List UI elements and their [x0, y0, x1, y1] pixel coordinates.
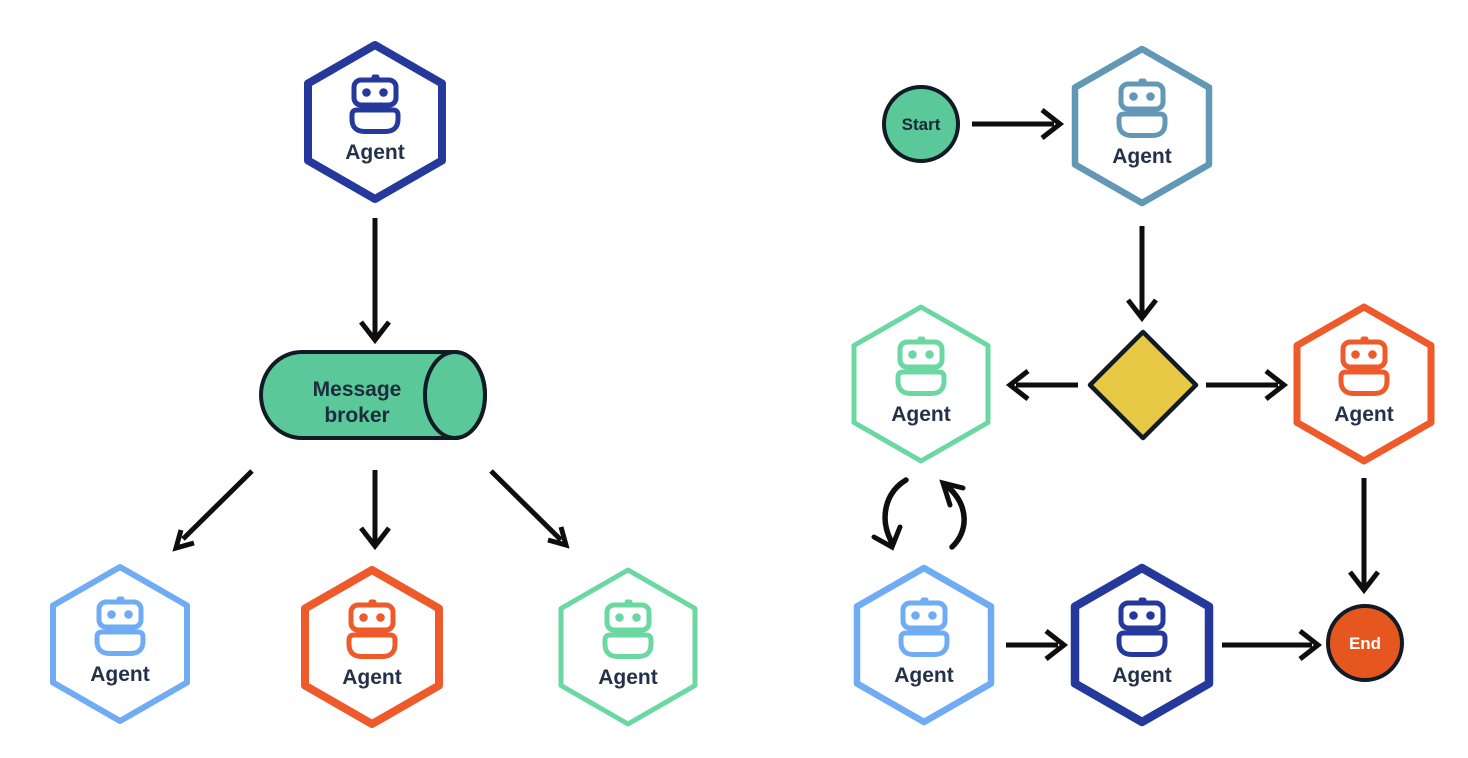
- arrow-decision-to-left-agent: [1005, 369, 1078, 401]
- start-node: Start: [882, 85, 960, 163]
- arrow-broker-to-worker-1: [172, 469, 254, 552]
- branch-left-agent-node: Agent: [853, 306, 989, 462]
- agent-label: Agent: [1112, 145, 1172, 168]
- worker-agent-node-2: Agent: [304, 569, 440, 725]
- decision-diamond: [1087, 329, 1199, 441]
- hexagon-shape: [1074, 567, 1210, 723]
- arrow-final-agent-to-end: [1222, 629, 1323, 661]
- branch-right-agent-node: Agent: [1296, 306, 1432, 462]
- broker-label-line2: broker: [324, 404, 389, 427]
- start-circle: [882, 85, 960, 163]
- left-diagram: Agent Message broker Agent: [52, 44, 696, 725]
- arrow-loop-agent-to-final-agent: [1006, 629, 1069, 661]
- loop-agent-node: Agent: [856, 567, 992, 723]
- end-label: End: [1349, 634, 1381, 653]
- router-agent-node: Agent: [1074, 48, 1210, 204]
- hexagon-shape: [853, 306, 989, 462]
- arrow-broker-to-worker-3: [489, 469, 570, 549]
- loop-arc-down-head: [871, 524, 903, 551]
- arrow-coordinator-to-broker: [359, 218, 391, 345]
- coordinator-agent-node: Agent: [307, 44, 443, 200]
- loop-arc-up-head: [939, 479, 966, 508]
- worker-agent-node-1: Agent: [52, 566, 188, 722]
- hexagon-shape: [1074, 48, 1210, 204]
- final-agent-node: Agent: [1074, 567, 1210, 723]
- diamond-shape: [1087, 329, 1199, 441]
- hexagon-shape: [560, 569, 696, 725]
- arrow-router-to-decision: [1126, 226, 1158, 323]
- end-node: End: [1326, 604, 1404, 682]
- hexagon-shape: [307, 44, 443, 200]
- worker-agent-node-3: Agent: [560, 569, 696, 725]
- hexagon-shape: [856, 567, 992, 723]
- broker-label-line1: Message: [313, 378, 402, 401]
- hexagon-shape: [304, 569, 440, 725]
- start-label: Start: [902, 115, 941, 134]
- agent-label: Agent: [894, 664, 954, 687]
- agent-label: Agent: [1334, 403, 1394, 426]
- right-diagram: Start Agent Agent: [853, 48, 1432, 723]
- hexagon-shape: [52, 566, 188, 722]
- arrow-right-agent-to-end: [1348, 478, 1380, 595]
- loop-arrows: [871, 477, 967, 551]
- arrow-broker-to-worker-2: [359, 470, 391, 551]
- cylinder-lid: [423, 350, 487, 440]
- message-broker-node: Message broker: [259, 350, 487, 440]
- hexagon-shape: [1296, 306, 1432, 462]
- loop-arc-down: [882, 477, 909, 544]
- arrow-decision-to-right-agent: [1206, 369, 1289, 401]
- agent-label: Agent: [598, 666, 658, 689]
- agent-label: Agent: [345, 141, 405, 164]
- loop-arc-up: [944, 483, 967, 550]
- agent-label: Agent: [342, 666, 402, 689]
- agent-label: Agent: [891, 403, 951, 426]
- agent-label: Agent: [90, 663, 150, 686]
- end-circle: [1326, 604, 1404, 682]
- agent-label: Agent: [1112, 664, 1172, 687]
- arrow-start-to-router: [972, 108, 1065, 140]
